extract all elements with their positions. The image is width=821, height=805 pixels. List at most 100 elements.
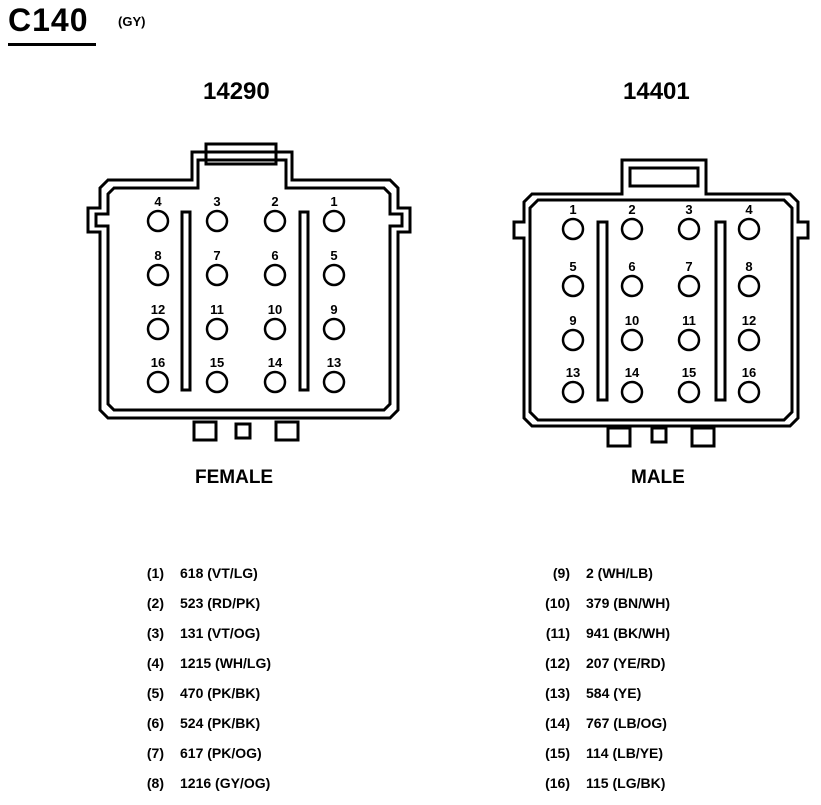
male-pin-13 bbox=[561, 380, 585, 404]
female-pin-label-10: 10 bbox=[268, 302, 282, 317]
legend-row: (7)617 (PK/OG) bbox=[128, 745, 271, 775]
female-pin-label-3: 3 bbox=[213, 194, 220, 209]
legend-pin-number: (12) bbox=[545, 655, 570, 671]
legend-row: (5) 470 (PK/BK) bbox=[128, 685, 271, 715]
male-pin-label-6: 6 bbox=[628, 259, 635, 274]
legend-row: (9)2 (WH/LB) bbox=[534, 565, 670, 595]
male-pin-10 bbox=[620, 328, 644, 352]
male-pin-14 bbox=[620, 380, 644, 404]
male-pin-label-2: 2 bbox=[628, 202, 635, 217]
legend-circuit: 524 (PK/BK) bbox=[180, 715, 261, 731]
male-pin-label-11: 11 bbox=[682, 313, 696, 328]
legend-circuit: 115 (LG/BK) bbox=[586, 775, 666, 791]
male-pin-label-13: 13 bbox=[566, 365, 580, 380]
female-part-number: 14290 bbox=[203, 78, 270, 105]
legend-pin-number: (2) bbox=[146, 595, 164, 611]
legend-pin-number: (10) bbox=[545, 595, 570, 611]
legend-pin-number: (11) bbox=[545, 625, 570, 641]
legend-circuit: 523 (RD/PK) bbox=[180, 595, 261, 611]
male-part-number: 14401 bbox=[623, 78, 690, 105]
legend-row: (2) 523 (RD/PK) bbox=[128, 595, 271, 625]
female-pin-label-6: 6 bbox=[271, 248, 278, 263]
male-label: MALE bbox=[631, 467, 685, 488]
legend-pin-number: (6) bbox=[146, 715, 164, 731]
legend-pin-number: (15) bbox=[545, 745, 570, 761]
connector-color-code: (GY) bbox=[118, 14, 146, 29]
male-pin-label-3: 3 bbox=[685, 202, 692, 217]
male-pin-label-9: 9 bbox=[569, 313, 576, 328]
male-pin-15 bbox=[677, 380, 701, 404]
male-pin-3 bbox=[677, 217, 701, 241]
legend-row: (16) 115 (LG/BK) bbox=[534, 775, 670, 805]
legend-row: (11) 941 (BK/WH) bbox=[534, 625, 670, 655]
female-pin-9 bbox=[322, 317, 346, 341]
male-pin-label-7: 7 bbox=[685, 259, 692, 274]
male-pin-8 bbox=[737, 274, 761, 298]
legend-pin-number: (1) bbox=[146, 565, 164, 581]
circuit-legend-right: (9)2 (WH/LB)(10) 379 (BN/WH) (11) 941 (BK/W… bbox=[534, 565, 670, 805]
female-pin-label-2: 2 bbox=[271, 194, 278, 209]
male-pin-4 bbox=[737, 217, 761, 241]
legend-circuit: 114 (LB/YE) bbox=[586, 745, 664, 761]
female-pin-5 bbox=[322, 263, 346, 287]
female-pin-label-16: 16 bbox=[151, 355, 165, 370]
legend-pin-number: (5) bbox=[146, 685, 164, 701]
female-pin-label-8: 8 bbox=[154, 248, 161, 263]
legend-row: (12) 207 (YE/RD) bbox=[534, 655, 670, 685]
female-pin-8 bbox=[146, 263, 170, 287]
male-pin-label-12: 12 bbox=[742, 313, 756, 328]
female-pin-label-11: 11 bbox=[210, 302, 224, 317]
legend-circuit: 767 (LB/OG) bbox=[586, 715, 667, 731]
female-pin-12 bbox=[146, 317, 170, 341]
legend-circuit: 584 (YE) bbox=[586, 685, 642, 701]
male-pin-12 bbox=[737, 328, 761, 352]
legend-row: (1) 618 (VT/LG) bbox=[128, 565, 271, 595]
male-pin-label-8: 8 bbox=[745, 259, 752, 274]
female-pin-15 bbox=[205, 370, 229, 394]
female-pin-label-12: 12 bbox=[151, 302, 165, 317]
legend-row: (13) 584 (YE) bbox=[534, 685, 670, 715]
title-underline bbox=[8, 43, 96, 46]
legend-row: (3)131 (VT/OG) bbox=[128, 625, 271, 655]
female-pin-label-15: 15 bbox=[210, 355, 224, 370]
legend-row: (10) 379 (BN/WH) bbox=[534, 595, 670, 625]
female-pin-1 bbox=[322, 209, 346, 233]
legend-circuit: 1216 (GY/OG) bbox=[180, 775, 271, 791]
legend-pin-number: (16) bbox=[545, 775, 570, 791]
female-pin-10 bbox=[263, 317, 287, 341]
male-pin-label-10: 10 bbox=[625, 313, 639, 328]
male-pin-6 bbox=[620, 274, 644, 298]
legend-circuit: 470 (PK/BK) bbox=[180, 685, 261, 701]
female-pin-label-9: 9 bbox=[330, 302, 337, 317]
male-pin-2 bbox=[620, 217, 644, 241]
female-pin-label-7: 7 bbox=[213, 248, 220, 263]
legend-pin-number: (13) bbox=[545, 685, 570, 701]
legend-circuit: 617 (PK/OG) bbox=[180, 745, 262, 761]
female-pin-label-14: 14 bbox=[268, 355, 283, 370]
male-pin-7 bbox=[677, 274, 701, 298]
male-pin-label-5: 5 bbox=[569, 259, 576, 274]
legend-circuit: 941 (BK/WH) bbox=[586, 625, 671, 641]
legend-pin-number: (4) bbox=[146, 655, 164, 671]
legend-circuit: 618 (VT/LG) bbox=[180, 565, 258, 581]
circuit-legend-left: (1) 618 (VT/LG) (2) 523 (RD/PK) (3)131 (VT/O… bbox=[128, 565, 271, 805]
male-pin-label-15: 15 bbox=[682, 365, 696, 380]
male-pin-1 bbox=[561, 217, 585, 241]
legend-circuit: 207 (YE/RD) bbox=[586, 655, 666, 671]
male-pin-label-4: 4 bbox=[745, 202, 753, 217]
male-pin-label-16: 16 bbox=[742, 365, 756, 380]
female-pin-label-5: 5 bbox=[330, 248, 337, 263]
female-label: FEMALE bbox=[195, 467, 274, 488]
male-pin-16 bbox=[737, 380, 761, 404]
female-pin-label-13: 13 bbox=[327, 355, 341, 370]
male-pin-5 bbox=[561, 274, 585, 298]
connector-title: C140 bbox=[8, 2, 89, 38]
legend-row: (14)767 (LB/OG) bbox=[534, 715, 670, 745]
legend-circuit: 379 (BN/WH) bbox=[586, 595, 671, 611]
female-pin-7 bbox=[205, 263, 229, 287]
male-connector-body bbox=[512, 158, 810, 448]
legend-row: (4)1215 (WH/LG) bbox=[128, 655, 271, 685]
female-pin-2 bbox=[263, 209, 287, 233]
legend-pin-number: (3) bbox=[146, 625, 164, 641]
